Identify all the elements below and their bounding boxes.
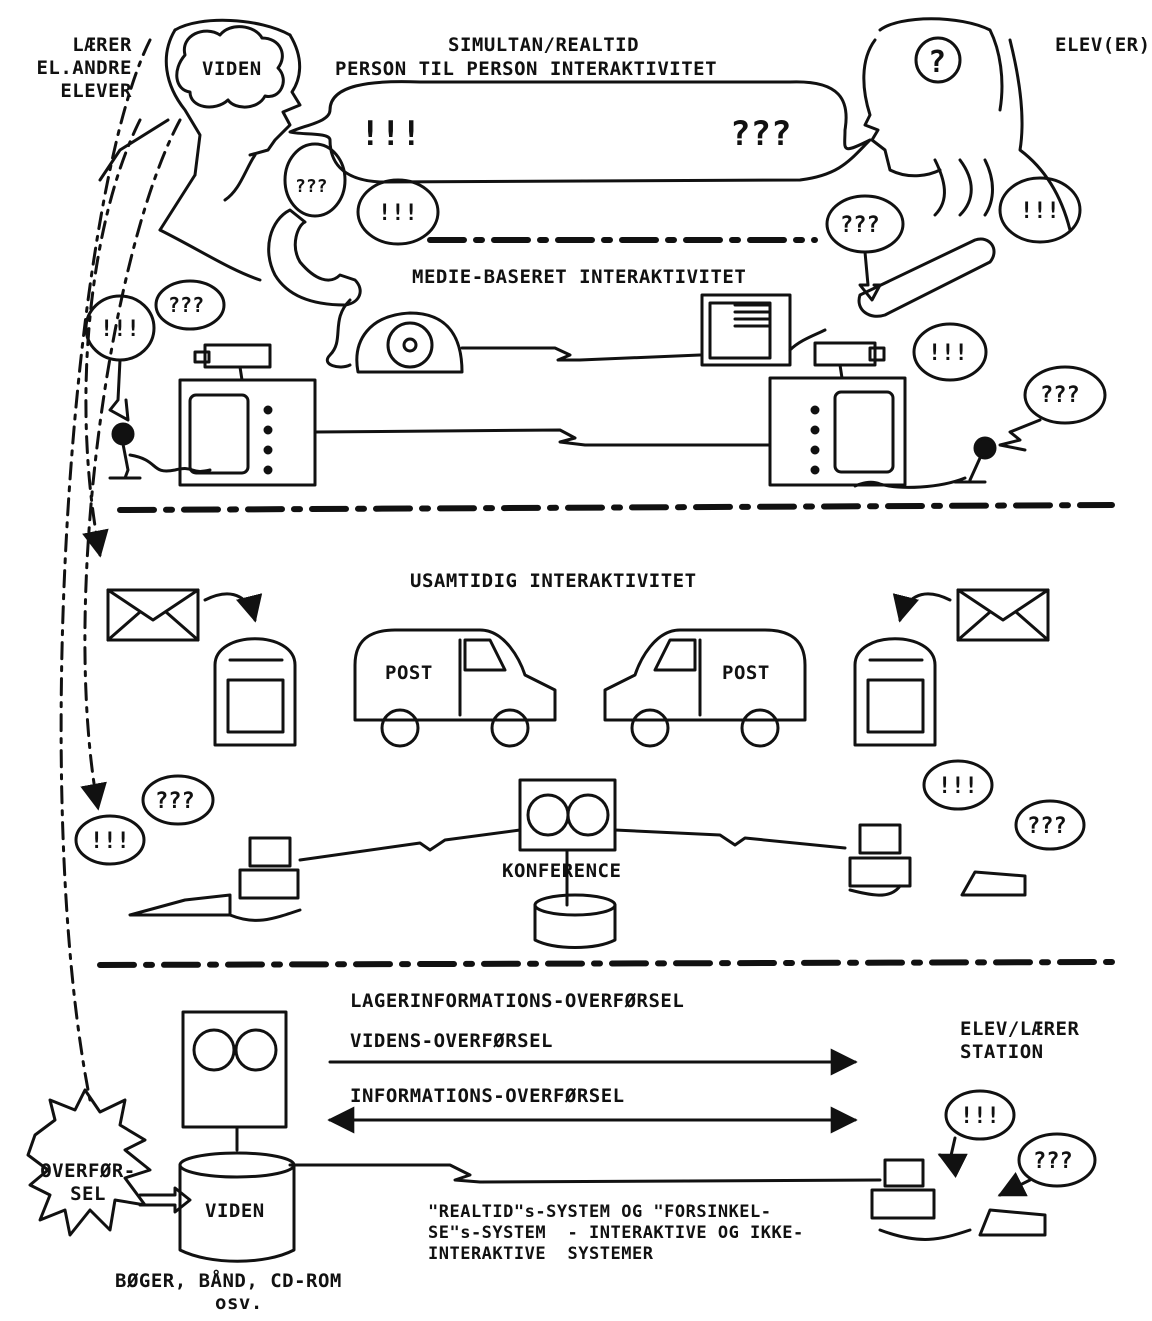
conf-link-left [300, 830, 520, 860]
info-transfer-label: INFORMATIONS-OVERFØRSEL [350, 1085, 625, 1108]
station-terminal [872, 1160, 1045, 1239]
media-heading: MEDIE-BASERET INTERAKTIVITET [412, 266, 746, 289]
storage-unit [180, 1012, 294, 1261]
pupil-figure [859, 19, 1070, 317]
pupil-label: ELEV(ER) [1055, 34, 1151, 57]
van-right-label: POST [722, 662, 770, 685]
osv-label: osv. [215, 1292, 263, 1315]
terminal-right [850, 825, 1025, 895]
svg-text:!!!: !!! [1020, 199, 1060, 224]
teacher-label: LÆRER EL.ANDRE ELEVER [22, 34, 132, 103]
van-right [605, 630, 805, 746]
simultan-title: SIMULTAN/REALTID [448, 34, 639, 57]
divider-async [100, 962, 1112, 965]
phone-link [462, 348, 700, 360]
station-label: ELEV/LÆRER STATION [960, 1018, 1079, 1064]
transfer-label: OVERFØR- SEL [33, 1160, 143, 1206]
mailbox-left [215, 639, 295, 745]
microphone-right-icon [975, 438, 995, 458]
svg-text:!!!: !!! [378, 201, 418, 226]
svg-text:???: ??? [1040, 383, 1080, 408]
svg-text:???: ??? [155, 789, 195, 814]
knowledge-label: VIDEN [202, 58, 262, 81]
microphone-left-icon [113, 424, 133, 444]
svg-text:!!!: !!! [90, 829, 130, 854]
van-left-label: POST [385, 662, 433, 685]
mailbox-right [855, 639, 935, 745]
svg-text:!!!: !!! [960, 1104, 1000, 1129]
terminal-left [130, 838, 300, 920]
svg-text:!!!: !!! [938, 774, 978, 799]
tv-left [180, 345, 315, 485]
knowledge-transfer-label: VIDENS-OVERFØRSEL [350, 1030, 553, 1053]
svg-text:?: ? [928, 45, 946, 80]
tv-link [315, 430, 770, 445]
svg-text:???: ??? [168, 293, 204, 317]
speech-answer: !!! [360, 114, 421, 154]
arrow-overforsel [61, 40, 150, 1100]
svg-text:!!!: !!! [100, 317, 140, 342]
van-left [355, 630, 555, 746]
svg-text:!!!: !!! [928, 341, 968, 366]
storage-transfer-label: LAGERINFORMATIONS-OVERFØRSEL [350, 990, 684, 1013]
conf-link-right [615, 830, 845, 848]
letter-right [958, 590, 1048, 640]
svg-text:???: ??? [1027, 814, 1067, 839]
speech-question: ??? [730, 114, 791, 154]
systems-caption: "REALTID"s-SYSTEM OG "FORSINKEL- SE"s-SY… [428, 1202, 804, 1265]
fax-right [702, 295, 825, 365]
conference-label: KONFERENCE [502, 860, 621, 883]
svg-text:???: ??? [840, 213, 880, 238]
svg-text:???: ??? [295, 176, 328, 197]
simultan-subtitle: PERSON TIL PERSON INTERAKTIVITET [335, 58, 717, 81]
rotary-phone [327, 300, 462, 372]
media-types-label: BØGER, BÅND, CD-ROM [115, 1270, 342, 1293]
async-heading: USAMTIDIG INTERAKTIVITET [410, 570, 697, 593]
letter-left [108, 590, 198, 640]
divider-realtime [120, 505, 1112, 510]
storage-knowledge-label: VIDEN [205, 1200, 265, 1223]
handset-left [269, 210, 361, 305]
svg-text:???: ??? [1033, 1149, 1073, 1174]
line-station [290, 1165, 880, 1182]
